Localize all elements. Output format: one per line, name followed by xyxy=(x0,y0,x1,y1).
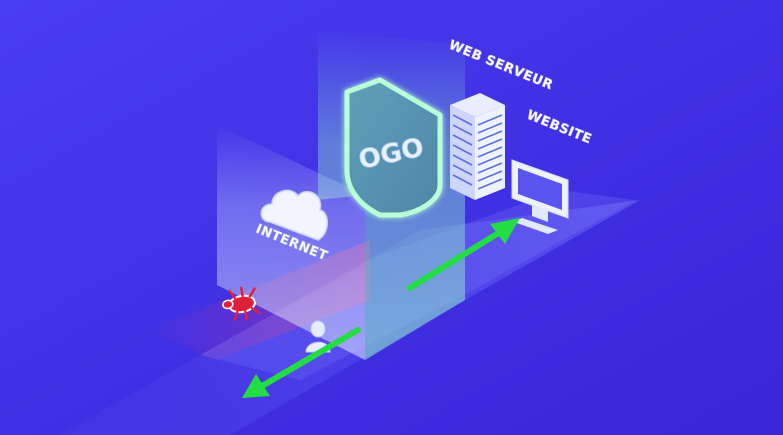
cloud-icon xyxy=(260,189,328,241)
arrow-up-right-icon xyxy=(407,218,520,291)
server-icon xyxy=(450,93,505,200)
bug-icon xyxy=(222,286,262,321)
arrow-down-left-icon xyxy=(242,327,361,398)
monitor-icon xyxy=(511,159,569,234)
shield-icon: OGO xyxy=(344,77,443,218)
